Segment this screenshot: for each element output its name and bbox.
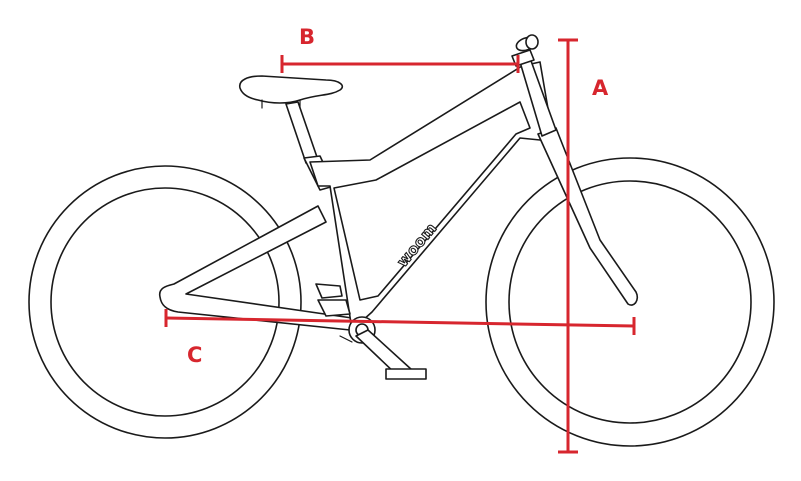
dimension-label-b: B (299, 25, 316, 49)
main-frame (309, 61, 553, 331)
rear-triangle (158, 205, 353, 331)
dimension-c (164, 309, 636, 335)
front-wheel (485, 157, 775, 447)
dimension-b (280, 55, 520, 73)
handlebar-stem (511, 34, 539, 67)
rear-wheel (28, 165, 302, 439)
dimension-label-c: C (187, 343, 203, 367)
dimension-label-a: A (592, 76, 609, 100)
saddle (238, 75, 344, 109)
dimension-a (558, 38, 578, 454)
crank (315, 283, 427, 380)
